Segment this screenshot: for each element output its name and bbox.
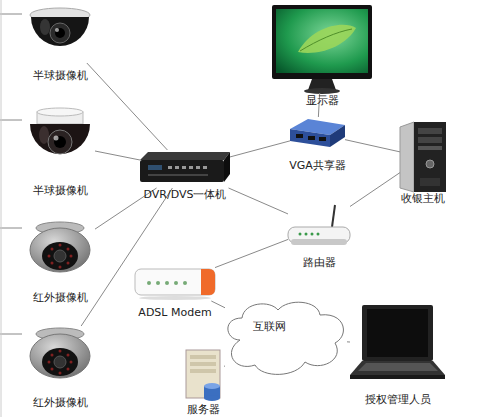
router (288, 205, 350, 245)
laptop-node: 授权管理人员 (350, 305, 445, 385)
camera-node: 红外摄像机 (25, 220, 95, 285)
camera-node: 半球摄像机 (25, 5, 95, 63)
network-link (345, 140, 400, 152)
internet-cloud (228, 302, 344, 374)
device-label: 互联网 (253, 320, 286, 333)
network-link (211, 301, 225, 308)
infrared-camera (30, 222, 90, 272)
dvr-node: DVR/DVS一体机 (140, 150, 230, 188)
network-link (350, 173, 400, 207)
cloud-node: 互联网 (225, 300, 347, 376)
splitter-node: VGA共享器 (290, 117, 345, 150)
device-label: 授权管理人员 (365, 393, 431, 406)
device-label: 显示器 (306, 94, 339, 107)
device-label: ADSL Modem (138, 306, 211, 319)
camera-node: 红外摄像机 (25, 326, 95, 390)
network-link (215, 239, 288, 267)
device-label: DVR/DVS一体机 (144, 188, 227, 201)
dome-camera (30, 108, 90, 154)
network-link (347, 341, 350, 342)
device-label: 红外摄像机 (33, 396, 88, 409)
monitor-node: 显示器 (272, 5, 372, 93)
network-link (87, 63, 168, 150)
device-label: 红外摄像机 (33, 291, 88, 304)
network-link (230, 141, 290, 157)
laptop (350, 305, 445, 379)
host-node: 收银主机 (400, 122, 446, 192)
dome-camera (30, 8, 90, 46)
network-link (229, 188, 288, 214)
device-label: 收银主机 (401, 192, 445, 205)
device-label: 服务器 (187, 403, 220, 416)
server-node: 服务器 (182, 350, 224, 402)
router-node: 路由器 (288, 205, 350, 250)
left-leader-lines (0, 0, 22, 417)
camera-node: 半球摄像机 (25, 110, 95, 178)
vga-splitter (290, 119, 345, 147)
device-label: 路由器 (303, 256, 336, 269)
device-label: VGA共享器 (289, 159, 346, 172)
adsl-modem (135, 269, 215, 300)
device-label: 半球摄像机 (33, 184, 88, 197)
dvr-unit (140, 152, 230, 182)
server (186, 350, 220, 401)
monitor (272, 5, 372, 94)
network-link (95, 151, 140, 160)
pc-tower (400, 122, 446, 192)
device-label: 半球摄像机 (33, 69, 88, 82)
network-link (81, 188, 172, 326)
modem-node: ADSL Modem (135, 265, 215, 301)
infrared-camera (30, 328, 90, 378)
network-link (224, 365, 225, 366)
